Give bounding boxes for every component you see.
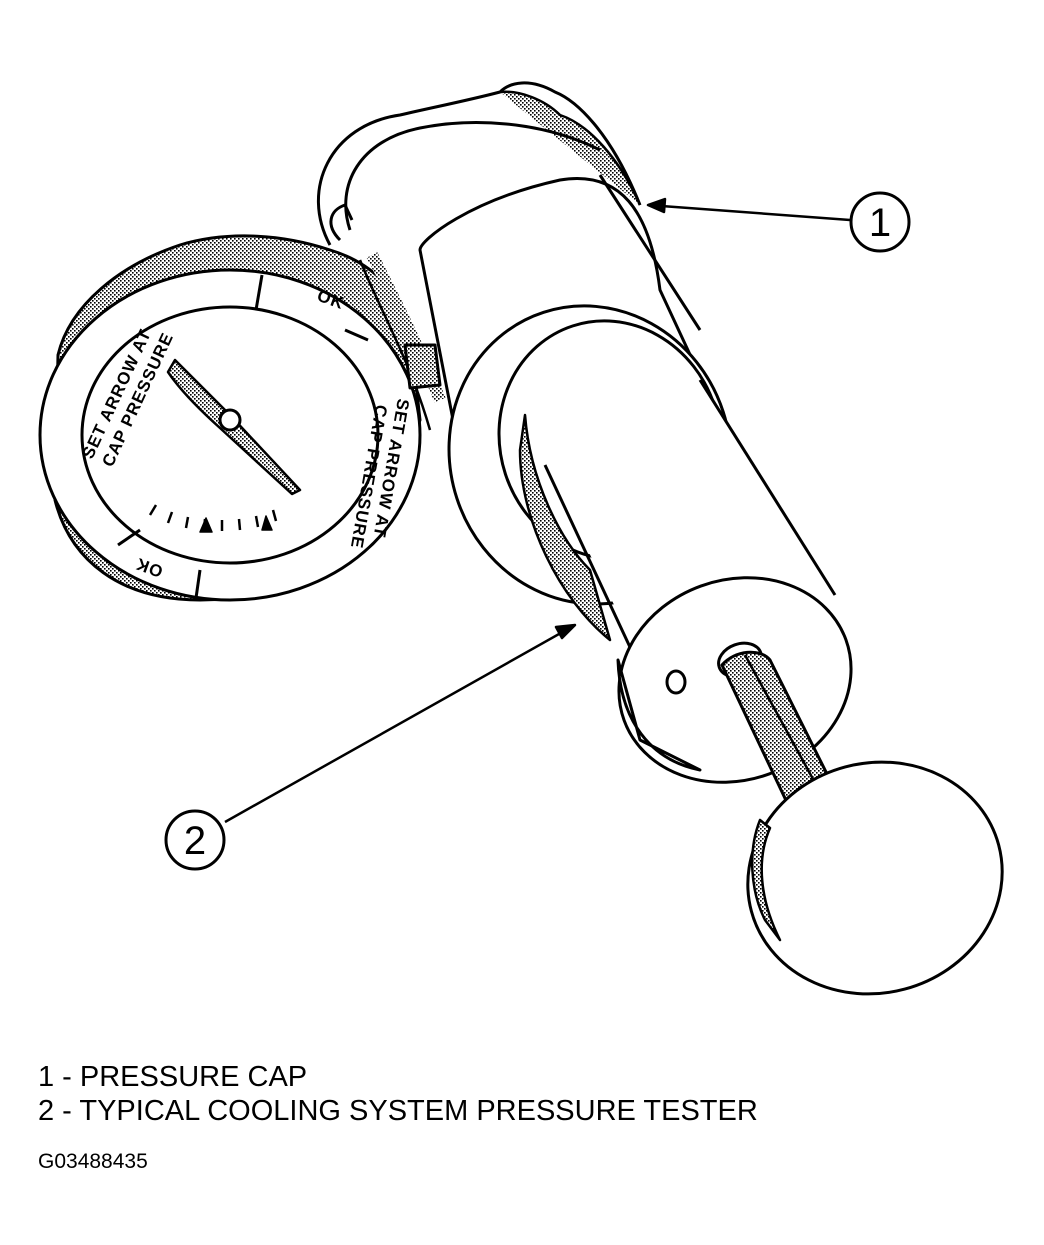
figure-id: G03488435 <box>38 1150 148 1173</box>
leader-lines <box>224 197 851 824</box>
callout-2 <box>164 809 226 871</box>
legend-item-1: 1 - PRESSURE CAP <box>38 1061 308 1093</box>
pressure-tester-illustration: 1 2 OK OK SET ARROW AT CAP PRESSURE SET … <box>38 81 1004 996</box>
tester-plunger-knob <box>746 760 1004 996</box>
callout-2-number: 2 <box>184 819 206 863</box>
callout-1 <box>849 191 911 253</box>
legend: 1 - PRESSURE CAP 2 - TYPICAL COOLING SYS… <box>38 1060 758 1128</box>
gauge <box>38 234 422 602</box>
legend-item-2: 2 - TYPICAL COOLING SYSTEM PRESSURE TEST… <box>38 1095 758 1127</box>
callout-1-number: 1 <box>869 201 891 245</box>
